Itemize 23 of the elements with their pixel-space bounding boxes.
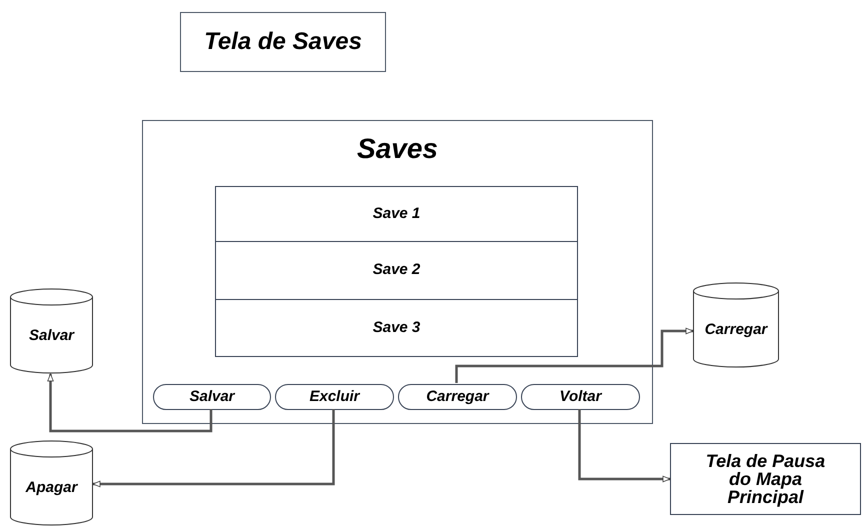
rounded-button: Excluir [275,384,394,410]
save-slot-row [215,241,578,300]
cylinder-label: Salvar [28,327,74,344]
box-label: Tela de Pausa do Mapa Principal [704,452,826,506]
save-slot-row [215,299,578,357]
cylinder-label: Carregar [704,321,768,338]
title-text: Tela de Saves [204,27,362,57]
connector-arrow [578,409,670,482]
cylinder-label: Apagar [26,479,78,496]
connector-arrow [92,409,335,488]
connector-arrow [455,328,694,383]
connector-arrow [47,374,212,432]
row-label: Save 3 [372,318,420,338]
row-label: Save 2 [372,260,420,280]
panel-heading: Saves [357,135,438,163]
rounded-button: Salvar [153,384,271,410]
rounded-button: Voltar [521,384,640,410]
rounded-button: Carregar [398,384,517,410]
saves-panel [142,120,653,424]
row-label: Save 1 [372,204,420,224]
screen-box [670,443,861,515]
save-slot-row [215,186,578,242]
title-box [180,12,386,72]
